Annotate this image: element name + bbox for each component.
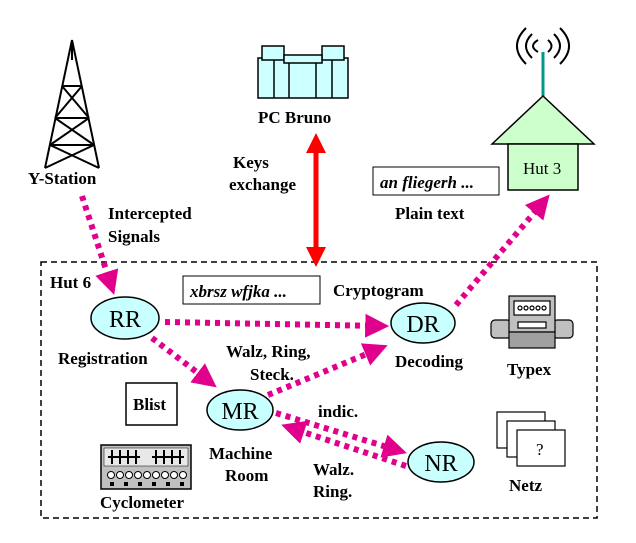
pc-bruno-label: PC Bruno bbox=[258, 108, 331, 127]
nr-node bbox=[407, 441, 475, 483]
y-station-label: Y-Station bbox=[28, 169, 97, 188]
arrow-dr-hut3 bbox=[453, 194, 550, 307]
hut3-label: Hut 3 bbox=[523, 159, 561, 178]
dr-node-label: DR bbox=[406, 312, 439, 338]
signals-label: Signals bbox=[108, 227, 160, 246]
hut3-house-icon bbox=[490, 27, 596, 191]
keys-label: Keys bbox=[233, 153, 269, 172]
cyclometer-label: Cyclometer bbox=[100, 493, 184, 512]
blist-label: Blist bbox=[133, 395, 166, 414]
indic-label: indic. bbox=[318, 402, 358, 421]
hut6-label: Hut 6 bbox=[50, 273, 91, 292]
walz-label: Walz. bbox=[313, 460, 354, 479]
typex-label: Typex bbox=[507, 360, 552, 379]
netz-sheets-icon bbox=[496, 411, 566, 467]
plain-text-box bbox=[372, 166, 500, 196]
machine-room-label-2: Room bbox=[225, 466, 268, 485]
arrow-rr-mr bbox=[150, 335, 217, 388]
blist-box bbox=[125, 382, 178, 426]
mr-node bbox=[206, 389, 274, 431]
nr-node-label: NR bbox=[424, 451, 457, 477]
cryptogram-sample: xbrsz wfjka ... bbox=[189, 282, 287, 301]
flow-arrows bbox=[79, 194, 550, 469]
dr-node bbox=[390, 302, 456, 344]
cyclometer-icon bbox=[100, 444, 192, 490]
plain-text-label: Plain text bbox=[395, 204, 465, 223]
walz-ring-steck-label-2: Steck. bbox=[250, 365, 294, 384]
arrow-rr-dr bbox=[164, 313, 390, 338]
netz-question-mark: ? bbox=[536, 440, 544, 459]
walz-ring-steck-label-1: Walz, Ring, bbox=[226, 342, 311, 361]
arrow-ystation-rr bbox=[79, 195, 119, 295]
radio-tower-icon bbox=[44, 39, 100, 169]
machine-room-label-1: Machine bbox=[209, 444, 273, 463]
rr-node bbox=[90, 296, 160, 340]
registration-label: Registration bbox=[58, 349, 148, 368]
cryptogram-label: Cryptogram bbox=[333, 281, 424, 300]
mr-node-label: MR bbox=[221, 399, 258, 425]
exchange-label: exchange bbox=[229, 175, 297, 194]
ring-label: Ring. bbox=[313, 482, 352, 501]
keys-exchange-arrow bbox=[306, 133, 326, 267]
building-icon bbox=[257, 45, 349, 99]
decoding-label: Decoding bbox=[395, 352, 464, 371]
arrow-nr-mr bbox=[281, 420, 407, 469]
typex-icon bbox=[490, 295, 574, 349]
intercepted-label: Intercepted bbox=[108, 204, 192, 223]
hut6-region bbox=[40, 261, 598, 519]
plain-text-sample: an fliegerh ... bbox=[380, 173, 474, 192]
cryptogram-box bbox=[182, 275, 321, 305]
arrow-mr-dr bbox=[266, 343, 388, 398]
arrow-mr-nr bbox=[275, 410, 407, 458]
rr-node-label: RR bbox=[109, 307, 141, 333]
netz-label: Netz bbox=[509, 476, 542, 495]
